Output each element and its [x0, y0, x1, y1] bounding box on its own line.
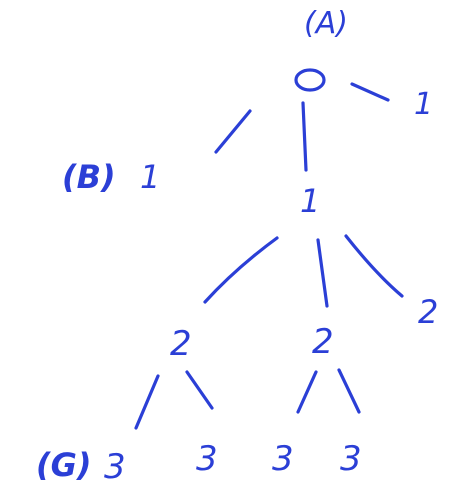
node-left-child: 1 [140, 158, 160, 196]
edge-level2-middle-to-leaf3 [296, 370, 318, 414]
node-level2-middle: 2 [312, 322, 334, 362]
leaf-node-2: 3 [196, 439, 218, 479]
root-node-circle [294, 68, 326, 92]
node-middle-child: 1 [300, 182, 320, 220]
leaf-node-1: 3 [104, 447, 126, 487]
node-level2-right: 2 [418, 293, 438, 331]
edge-root-left [214, 109, 252, 154]
edge-middle-to-level2-left [203, 236, 279, 304]
label-g: (G) [36, 446, 92, 484]
label-a: (A) [304, 6, 348, 41]
node-level2-left: 2 [170, 324, 192, 364]
edge-level2-left-to-leaf1 [134, 374, 160, 430]
leaf-node-4: 3 [340, 439, 362, 479]
leaf-node-3: 3 [272, 439, 294, 479]
edge-level2-left-to-leaf2 [185, 370, 214, 410]
edge-middle-to-level2-middle [316, 238, 329, 308]
label-b: (B) [62, 158, 116, 196]
edge-root-right [350, 82, 390, 102]
node-root-right-child: 1 [414, 87, 433, 122]
edge-level2-middle-to-leaf4 [337, 368, 361, 414]
edge-root-middle [301, 101, 308, 172]
edge-middle-to-level2-right [344, 234, 404, 298]
